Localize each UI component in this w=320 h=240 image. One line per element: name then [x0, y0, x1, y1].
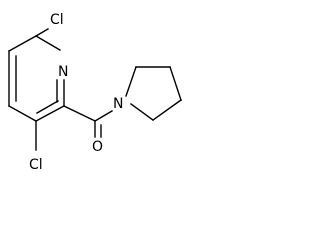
atom-label-carbonyl-oxygen: O	[92, 139, 103, 155]
bond-pyrrolidine-n-c-upper	[125, 66, 137, 97]
atom-label-pyridine-nitrogen: N	[58, 64, 68, 80]
atom-label-pyrrolidine-nitrogen: N	[113, 96, 123, 112]
bond-c4-c3	[8, 105, 37, 122]
bond-carbonyl-nitrogen	[94, 110, 113, 122]
bond-pyrrolidine-c-c-right	[169, 66, 182, 101]
bond-c3-c2	[35, 105, 65, 122]
atom-label-chlorine-bottom: Cl	[29, 157, 43, 173]
bond-pyrrolidine-c-c-bottom	[152, 99, 182, 121]
bond-c6-n1	[35, 35, 61, 51]
bond-pyrrolidine-c-n-lower	[130, 103, 154, 121]
bond-c6-c5	[8, 35, 37, 52]
bond-c3-c2-inner	[36, 100, 59, 114]
molecule-structure-diagram: Cl N Cl O N	[8, 12, 182, 173]
amide-linker	[63, 105, 113, 138]
pyridine-ring	[8, 28, 65, 122]
bond-c2-carbonyl	[63, 105, 96, 122]
bond-c6-cl	[35, 28, 49, 37]
atom-label-chlorine-top: Cl	[50, 12, 64, 28]
pyrrolidine-ring	[125, 66, 182, 121]
